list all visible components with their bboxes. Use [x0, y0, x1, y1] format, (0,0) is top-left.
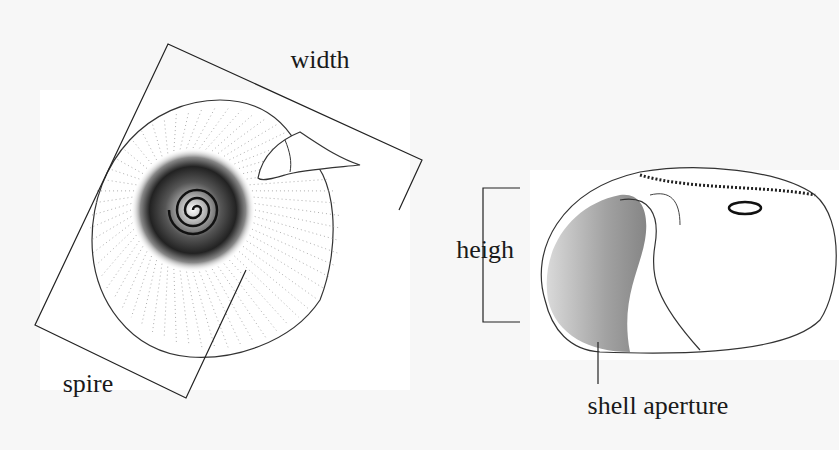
- growth-line: [107, 168, 140, 179]
- growth-line: [254, 223, 338, 253]
- columella: [620, 199, 700, 350]
- growth-line: [180, 271, 189, 346]
- measure-frame: [35, 44, 422, 398]
- shell-outline: [541, 168, 836, 353]
- growth-line: [250, 235, 330, 277]
- growth-line: [252, 229, 334, 265]
- growth-line: [142, 260, 157, 325]
- growth-line: [131, 139, 151, 164]
- growth-line: [212, 269, 253, 342]
- growth-line: [252, 190, 334, 191]
- growth-line: [229, 260, 288, 325]
- growth-line: [131, 256, 151, 317]
- growth-line: [90, 210, 131, 228]
- spire-shading: [131, 148, 255, 272]
- growth-line: [193, 272, 215, 348]
- growth-line: [153, 124, 163, 156]
- growth-line: [187, 109, 202, 149]
- growth-line: [101, 179, 137, 185]
- spire-spiral: [169, 190, 217, 234]
- growth-line: [174, 114, 177, 151]
- growth-line: [107, 241, 140, 288]
- part-label: heigh: [456, 236, 514, 265]
- growth-line: [255, 216, 340, 240]
- growth-line: [243, 246, 316, 298]
- growth-line: [96, 190, 134, 191]
- growth-line: [199, 272, 228, 348]
- growth-line: [96, 229, 134, 265]
- suture: [640, 175, 815, 195]
- panel: [40, 90, 410, 390]
- growth-line: [187, 272, 202, 348]
- growth-line: [234, 256, 298, 317]
- growth-line: [224, 264, 278, 332]
- growth-line: [255, 204, 340, 216]
- growth-line: [91, 216, 132, 240]
- growth-line: [153, 264, 163, 332]
- growth-line: [93, 197, 133, 203]
- growth-line: [247, 241, 324, 288]
- part-label: spire: [63, 370, 114, 399]
- growth-line: [164, 267, 168, 338]
- growth-line: [122, 251, 147, 308]
- growth-line: [239, 251, 308, 308]
- growth-line: [101, 235, 137, 277]
- growth-line: [255, 210, 340, 228]
- growth-line: [114, 246, 143, 298]
- growth-line: [199, 109, 228, 149]
- growth-line: [122, 148, 147, 169]
- growth-line: [91, 204, 132, 216]
- part-label: shell aperture: [588, 392, 729, 421]
- growth-line: [180, 111, 189, 150]
- growth-line: [174, 269, 177, 342]
- growth-line: [212, 114, 253, 151]
- growth-line: [114, 157, 143, 173]
- aperture-lip: [258, 132, 360, 180]
- growth-line: [254, 197, 338, 203]
- part-label: width: [290, 46, 349, 75]
- growth-line: [164, 118, 168, 153]
- growth-line: [206, 111, 241, 150]
- aperture-edge: [285, 140, 291, 172]
- aperture-edge: [650, 194, 680, 225]
- growth-line: [142, 131, 157, 160]
- growth-line: [193, 108, 215, 148]
- growth-line: [93, 223, 133, 253]
- spire-apex: [729, 202, 761, 214]
- leader-line: [597, 342, 598, 384]
- aperture-shading: [547, 195, 647, 352]
